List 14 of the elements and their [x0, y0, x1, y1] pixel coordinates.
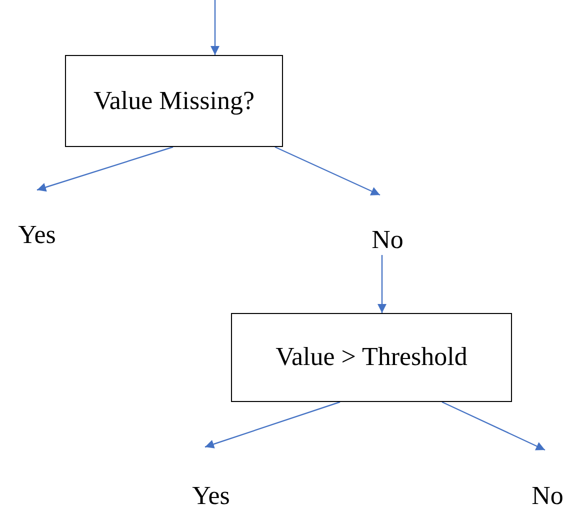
arrow [274, 146, 380, 196]
box-label: Value > Threshold [276, 343, 468, 372]
outcome-label: Yes [18, 221, 56, 250]
arrow [210, 0, 220, 55]
outcome-label: No [372, 226, 404, 255]
box-label: Value Missing? [93, 86, 255, 116]
arrow [442, 401, 546, 451]
arrow [36, 146, 174, 192]
outcome-label: No [532, 482, 564, 511]
arrow [204, 401, 340, 448]
outcome-label: Yes [192, 482, 230, 511]
decision-box [65, 55, 283, 147]
arrow [378, 255, 386, 313]
decision-box [231, 313, 512, 402]
